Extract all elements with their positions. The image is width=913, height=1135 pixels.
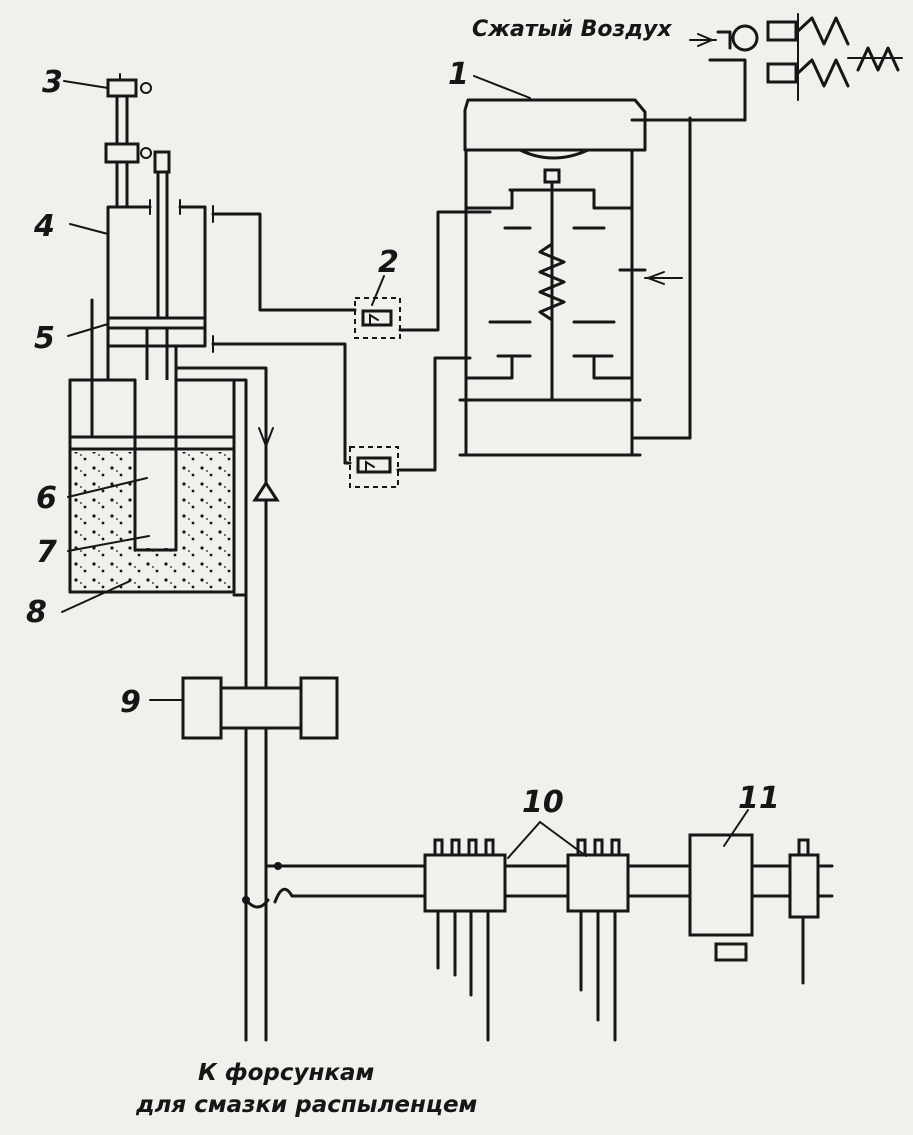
label-9: 9 [120,685,141,720]
air-supply [648,13,903,440]
label-3: 3 [42,65,63,100]
leader-lines [61,75,749,859]
label-6: 6 [36,481,57,516]
valve-2-lower [349,446,399,488]
rod-top-fitting [153,150,171,322]
air-cylinder-1 [458,98,683,457]
label-4: 4 [33,209,55,244]
label-5: 5 [34,321,55,356]
valve-2-upper [354,297,401,339]
tank-8 [68,298,236,594]
caption-line-2: для смазки распыленцем [135,1092,478,1118]
cylinder-4 [106,199,207,348]
distributor-line [242,862,834,909]
piston-5 [106,316,207,330]
distributor-10a [423,838,507,1042]
label-11: 11 [738,781,780,816]
air-label: Сжатый Воздух [472,17,672,42]
air-line-lower [211,335,472,472]
filter-9 [181,676,339,1042]
valve-3 [104,73,152,209]
label-2: 2 [378,245,399,280]
unit-11 [688,833,754,962]
end-fitting [788,838,820,985]
label-1: 1 [448,57,469,92]
label-10: 10 [522,785,564,820]
label-7: 7 [36,535,57,570]
distributor-10b [566,838,630,1042]
caption-line-1: К форсункам [198,1060,375,1086]
air-line-upper [211,205,492,332]
label-8: 8 [26,595,47,630]
